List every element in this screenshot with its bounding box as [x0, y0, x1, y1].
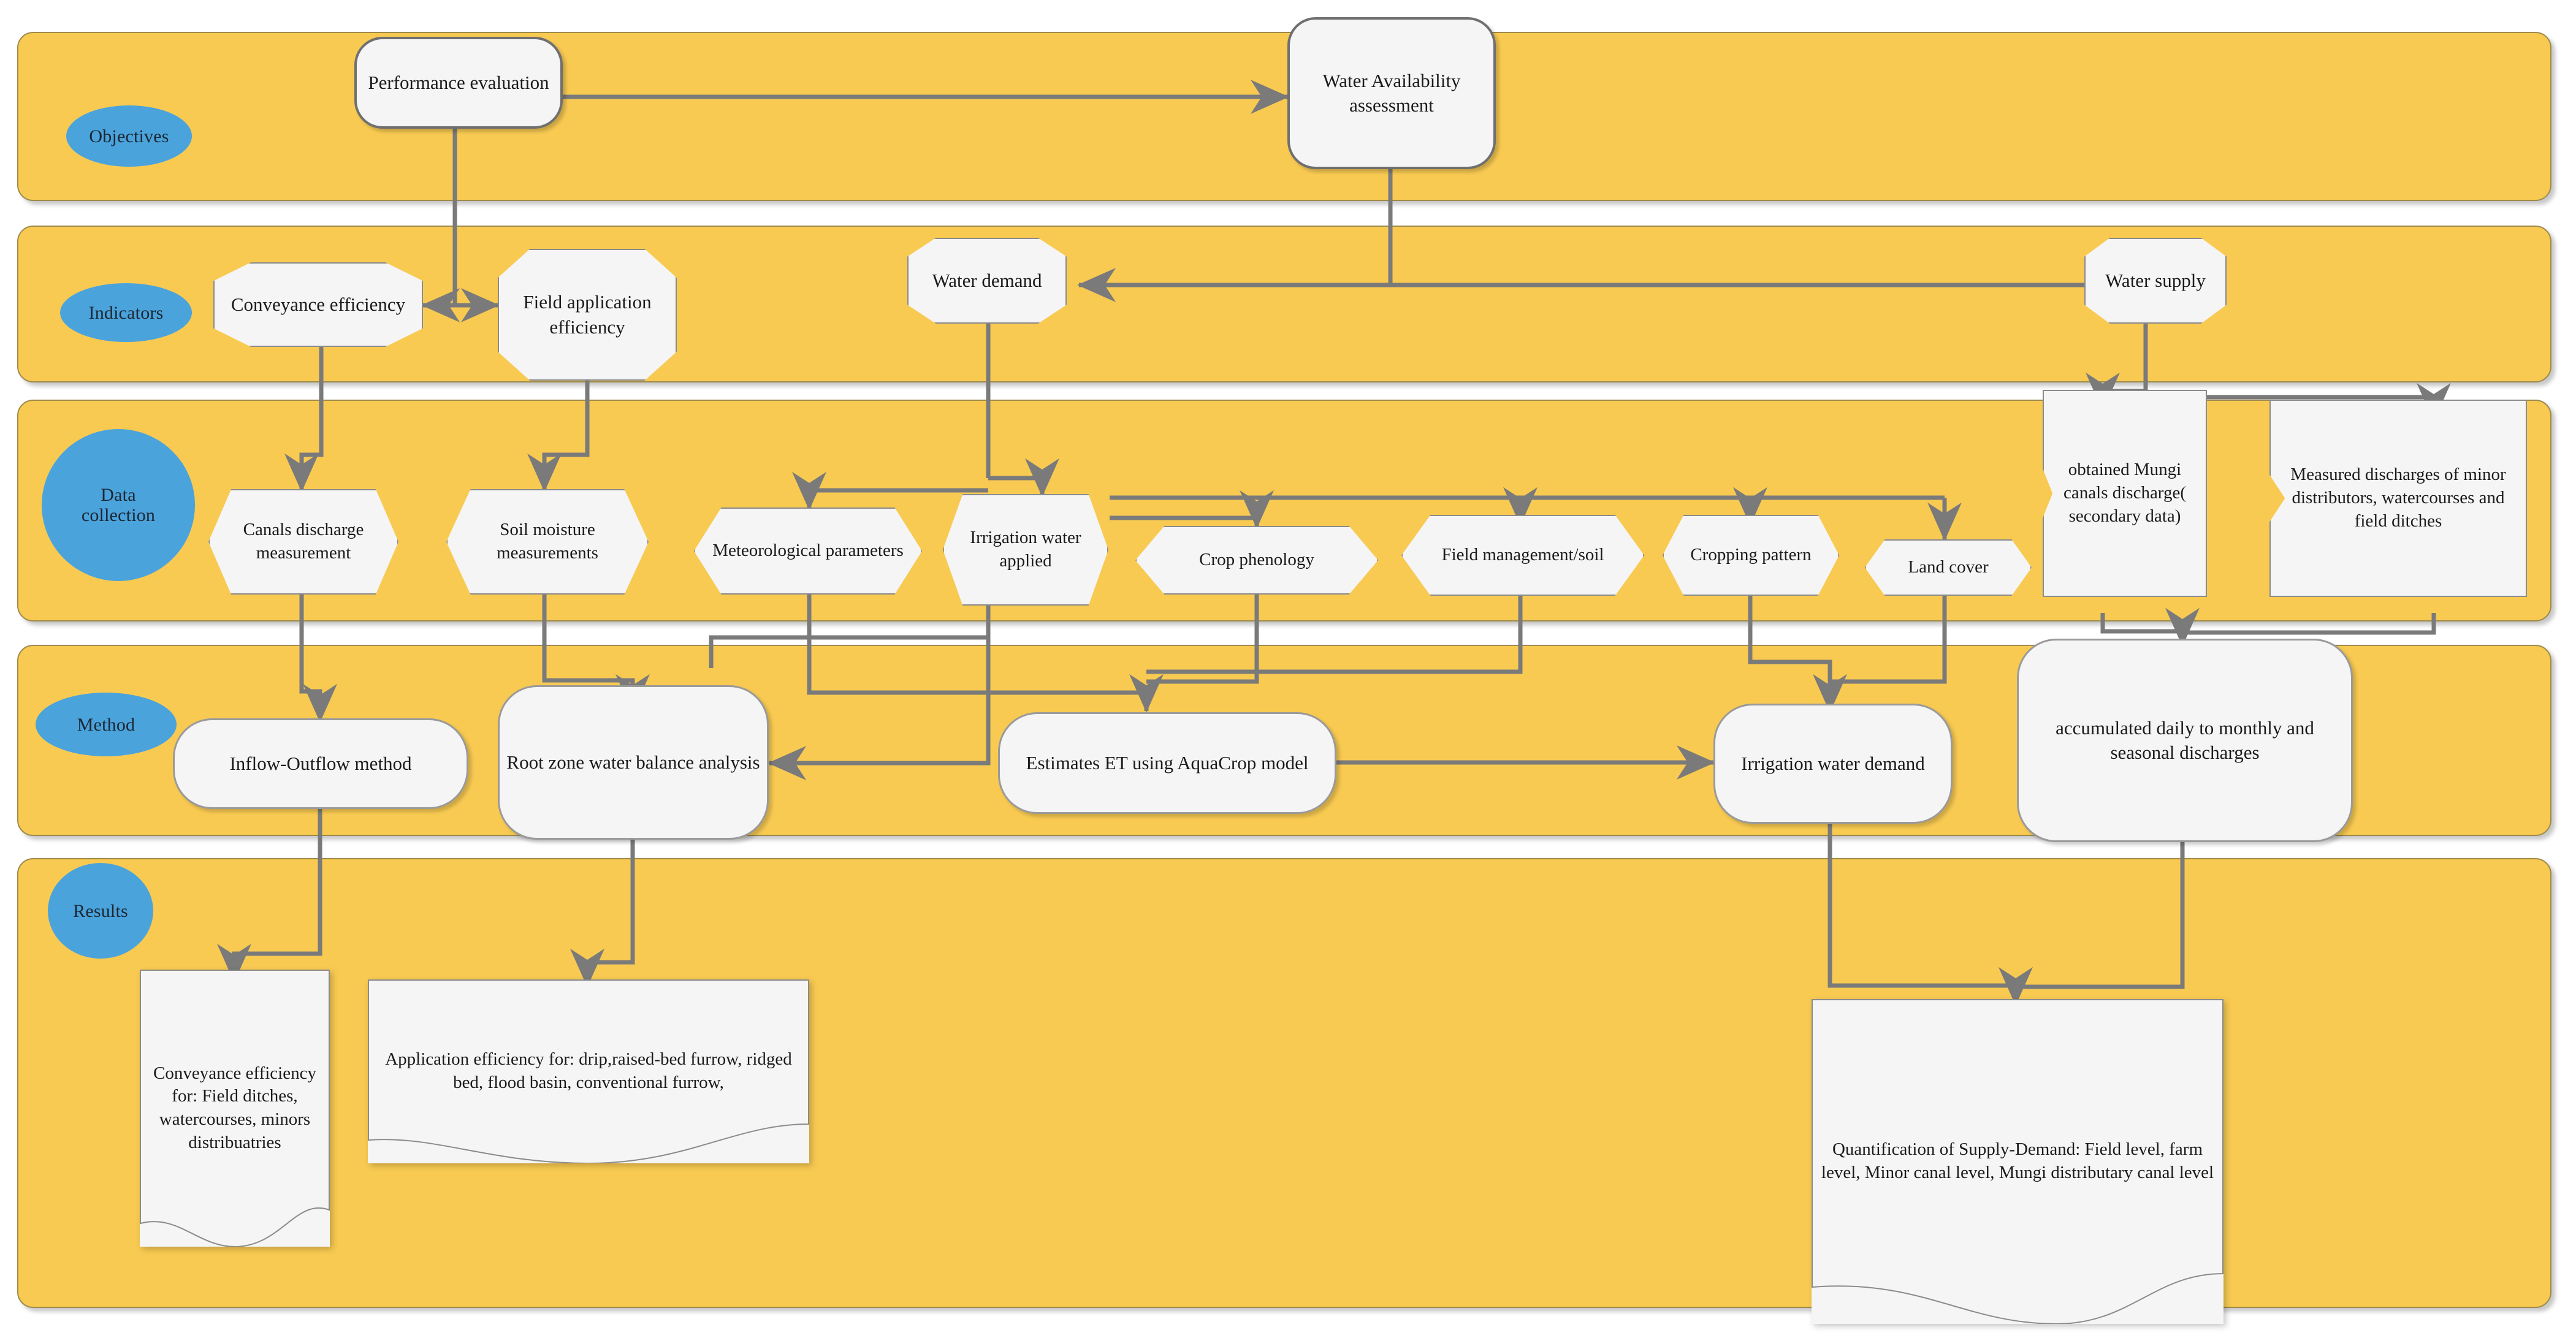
- lane-label-method: Method: [77, 714, 135, 735]
- node-accumulated-discharges[interactable]: accumulated daily to monthly and seasona…: [2017, 639, 2353, 842]
- node-water-availability-assessment[interactable]: Water Availability assessment: [1287, 17, 1496, 169]
- lane-label-indicators: Indicators: [88, 302, 164, 323]
- node-field-application-efficiency[interactable]: Field application efficiency: [498, 249, 677, 381]
- node-root-zone-water-balance[interactable]: Root zone water balance analysis: [498, 685, 769, 840]
- node-label-soil-moisture-measurements: Soil moisture measurements: [497, 520, 598, 563]
- node-label-field-application-efficiency: Field application efficiency: [523, 291, 652, 338]
- document-shape-icon: [1812, 999, 2224, 1324]
- node-measured-discharges[interactable]: Measured discharges of minor distributor…: [2269, 400, 2527, 597]
- node-label-land-cover: Land cover: [1908, 557, 1989, 577]
- node-label-meteorological-parameters: Meteorological parameters: [712, 541, 904, 561]
- node-label-cropping-pattern: Cropping pattern: [1690, 545, 1812, 565]
- node-cropping-pattern[interactable]: Cropping pattern: [1663, 515, 1839, 596]
- node-label-obtained-mungi-canals-discharge: obtained Mungi canals discharge( seconda…: [2063, 460, 2186, 526]
- lane-label-data-collection-line1: Data: [101, 485, 136, 505]
- lane-pill-objectives: Objectives: [66, 105, 192, 167]
- node-field-management-soil[interactable]: Field management/soil: [1401, 515, 1644, 596]
- node-estimates-et-aquacrop[interactable]: Estimates ET using AquaCrop model: [998, 712, 1336, 814]
- node-quantification-supply-demand[interactable]: Quantification of Supply-Demand: Field l…: [1812, 999, 2224, 1324]
- node-irrigation-water-applied[interactable]: Irrigation water applied: [943, 494, 1108, 606]
- node-meteorological-parameters[interactable]: Meteorological parameters: [694, 507, 922, 595]
- node-label-root-zone-water-balance: Root zone water balance analysis: [506, 751, 760, 773]
- node-performance-evaluation[interactable]: Performance evaluation: [354, 37, 563, 129]
- node-label-conveyance-efficiency: Conveyance efficiency: [231, 293, 406, 315]
- node-label-performance-evaluation: Performance evaluation: [368, 71, 549, 93]
- node-label-inflow-outflow-method: Inflow-Outflow method: [229, 752, 412, 774]
- node-label-field-management-soil: Field management/soil: [1441, 545, 1604, 565]
- lane-pill-indicators: Indicators: [60, 283, 192, 342]
- node-crop-phenology[interactable]: Crop phenology: [1135, 526, 1378, 595]
- node-canals-discharge-measurement[interactable]: Canals discharge measurement: [208, 489, 398, 595]
- node-label-quantification-supply-demand: Quantification of Supply-Demand: Field l…: [1821, 1139, 2214, 1182]
- node-label-water-demand: Water demand: [932, 269, 1042, 291]
- node-soil-moisture-measurements[interactable]: Soil moisture measurements: [446, 489, 649, 595]
- node-inflow-outflow-method[interactable]: Inflow-Outflow method: [173, 718, 468, 809]
- lane-pill-results: Results: [48, 863, 153, 959]
- node-application-efficiency-for[interactable]: Application efficiency for: drip,raised-…: [368, 979, 809, 1163]
- node-label-irrigation-water-demand: Irrigation water demand: [1741, 752, 1925, 774]
- node-label-measured-discharges: Measured discharges of minor distributor…: [2290, 465, 2506, 531]
- node-land-cover[interactable]: Land cover: [1865, 539, 2032, 596]
- node-label-water-supply: Water supply: [2105, 269, 2206, 291]
- node-conveyance-efficiency-for[interactable]: Conveyance efficiency for: Field ditches…: [140, 970, 330, 1247]
- node-label-canals-discharge-measurement: Canals discharge measurement: [243, 520, 364, 563]
- node-obtained-mungi-canals-discharge[interactable]: obtained Mungi canals discharge( seconda…: [2043, 390, 2207, 597]
- node-label-application-efficiency-for: Application efficiency for: drip,raised-…: [385, 1049, 792, 1092]
- lane-pill-method: Method: [36, 693, 177, 756]
- node-irrigation-water-demand[interactable]: Irrigation water demand: [1713, 704, 1953, 824]
- node-label-irrigation-water-applied: Irrigation water applied: [970, 528, 1081, 571]
- node-label-water-availability-assessment: Water Availability assessment: [1322, 69, 1461, 116]
- lane-label-data-collection-line2: collection: [81, 505, 156, 525]
- document-shape-icon: [140, 970, 330, 1247]
- document-shape-icon: [368, 979, 809, 1163]
- lane-label-results: Results: [73, 900, 128, 921]
- node-conveyance-efficiency[interactable]: Conveyance efficiency: [213, 262, 423, 347]
- node-label-crop-phenology: Crop phenology: [1199, 550, 1314, 570]
- node-label-accumulated-discharges: accumulated daily to monthly and seasona…: [2056, 717, 2314, 763]
- lane-pill-data-collection: Data collection: [42, 429, 195, 581]
- node-water-supply[interactable]: Water supply: [2084, 238, 2227, 324]
- node-label-estimates-et-aquacrop: Estimates ET using AquaCrop model: [1026, 751, 1309, 774]
- node-water-demand[interactable]: Water demand: [907, 238, 1067, 324]
- node-label-conveyance-efficiency-for: Conveyance efficiency for: Field ditches…: [153, 1063, 316, 1152]
- lane-label-objectives: Objectives: [89, 126, 169, 146]
